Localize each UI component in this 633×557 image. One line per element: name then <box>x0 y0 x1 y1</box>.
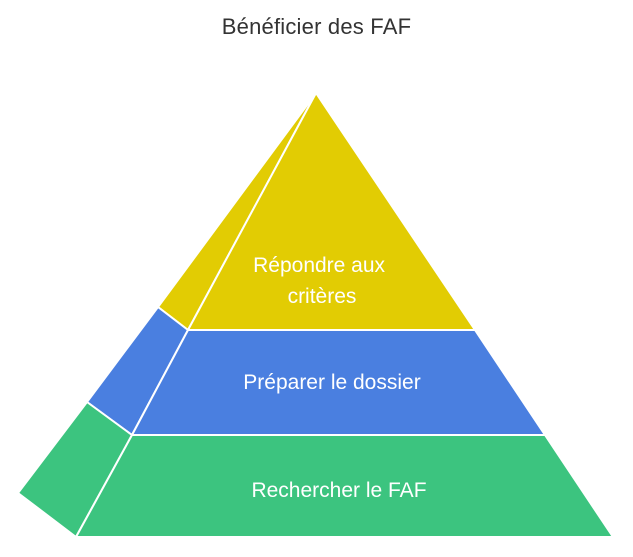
tier-3-front-face <box>75 434 614 538</box>
pyramid-tier-2: Préparer le dossier <box>86 306 546 436</box>
tier-3-label: Rechercher le FAF <box>251 479 426 502</box>
tier-2-label-line-1: Préparer le dossier <box>243 371 420 394</box>
tier-2-label: Préparer le dossier <box>243 371 420 394</box>
tier-3-label-line-1: Rechercher le FAF <box>251 479 426 502</box>
tier-1-label-line-1: Répondre aux <box>253 254 385 277</box>
tier-1-label-line-2: critères <box>288 285 357 308</box>
page-title: Bénéficier des FAF <box>221 14 412 39</box>
tier-1-label: Répondre aux critères <box>253 254 391 308</box>
pyramid-tier-3: Rechercher le FAF <box>17 401 614 538</box>
pyramid-tier-1: Répondre aux critères <box>157 92 476 331</box>
